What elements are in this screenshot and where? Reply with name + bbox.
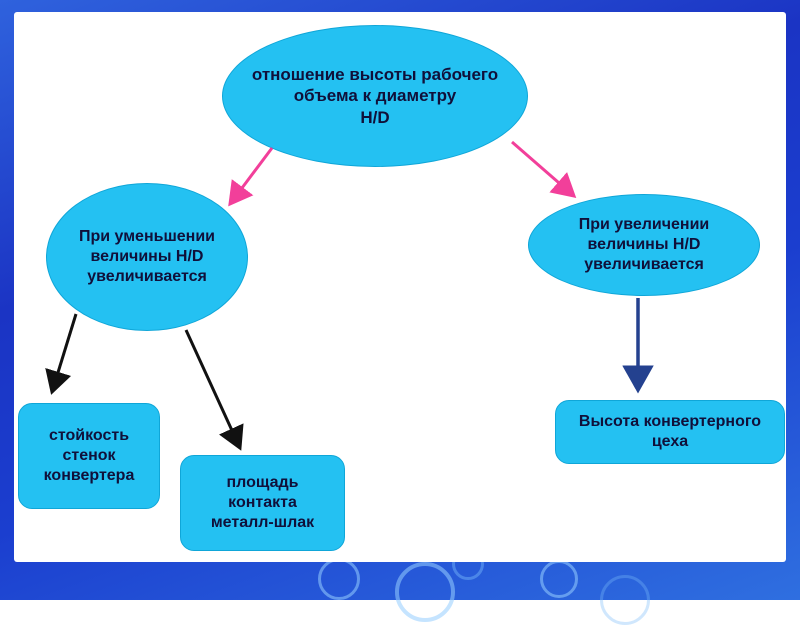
decorative-swirl [318,558,360,600]
diagram-node-decrease-hd: При уменьшении величины H/D увеличиваетс… [46,183,248,331]
decorative-swirl [540,560,578,598]
decorative-swirl [395,562,455,622]
diagram-node-label: При увеличении величины H/D увеличиваетс… [578,216,710,273]
decorative-swirl [600,575,650,625]
diagram-node-label: стойкость стенок конвертера [43,427,135,484]
diagram-box-metal-slag-contact: площадь контакта металл-шлак [180,455,345,551]
diagram-node-label: При уменьшении величины H/D увеличиваетс… [78,228,216,285]
node-top-line1: отношение высоты рабочего объема к диаме… [251,65,499,106]
diagram-node-label: площадь контакта металл-шлак [210,474,315,531]
diagram-node-ratio-hd: отношение высоты рабочего объема к диаме… [222,25,528,167]
diagram-box-converter-walls: стойкость стенок конвертера [18,403,160,509]
diagram-box-converter-shop-height: Высота конвертерного цеха [555,400,785,464]
diagram-node-label: отношение высоты рабочего объема к диаме… [223,58,527,134]
diagram-node-label: Высота конвертерного цеха [578,413,762,450]
diagram-node-increase-hd: При увеличении величины H/D увеличиваетс… [528,194,760,296]
node-top-line2: H/D [360,107,390,127]
